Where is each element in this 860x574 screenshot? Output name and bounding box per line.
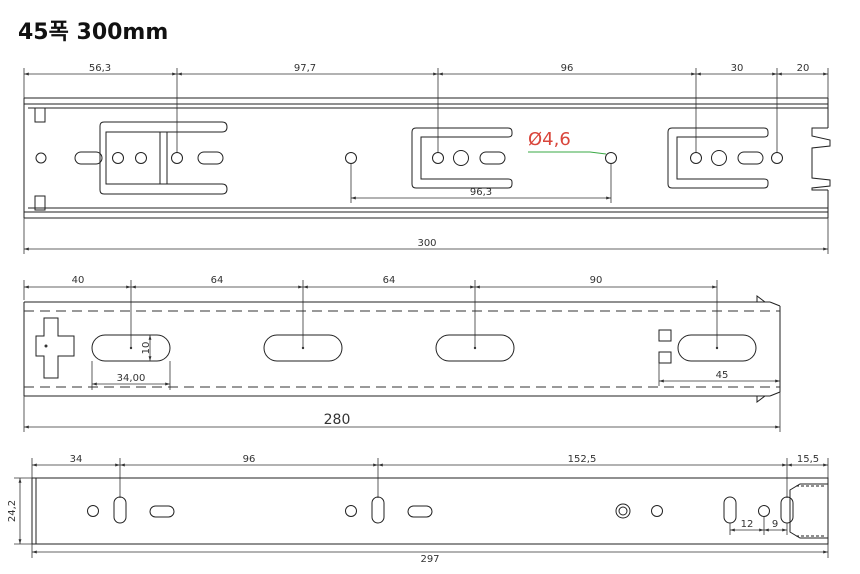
bottom-dim-1: 34 bbox=[70, 454, 83, 465]
middle-dim-3: 64 bbox=[383, 275, 396, 286]
middle-dim-2: 64 bbox=[211, 275, 224, 286]
bottom-dim-2: 96 bbox=[243, 454, 256, 465]
top-dim-4: 30 bbox=[731, 63, 744, 74]
bottom-rail-outline bbox=[31, 477, 829, 545]
middle-dim-1: 40 bbox=[72, 275, 85, 286]
top-view: 56,3 97,7 96 30 20 bbox=[23, 63, 831, 254]
bottom-dim-4: 15,5 bbox=[797, 454, 819, 465]
bottom-height-label: 24,2 bbox=[7, 500, 18, 522]
hole-diameter-callout: Ø4,6 bbox=[528, 129, 571, 150]
bottom-view: 34 96 152,5 15,5 24,2 bbox=[7, 454, 829, 565]
top-square-hole-upper bbox=[34, 107, 46, 123]
bottom-dim-3: 152,5 bbox=[568, 454, 597, 465]
middle-cross-cutout bbox=[35, 317, 75, 379]
top-center-hole-right bbox=[605, 152, 617, 164]
top-center-hole-left bbox=[345, 152, 357, 164]
bottom-small-dim-1: 12 bbox=[741, 519, 754, 530]
middle-square-lower bbox=[658, 351, 672, 364]
top-dim-3: 96 bbox=[561, 63, 574, 74]
bottom-small-dim-2: 9 bbox=[772, 519, 778, 530]
hole-spacing-label: 96,3 bbox=[470, 187, 492, 198]
middle-view: 40 64 64 90 bbox=[23, 275, 781, 432]
slot-width-label: 34,00 bbox=[117, 373, 146, 384]
bottom-overall-label: 297 bbox=[420, 554, 439, 565]
top-dim-1: 56,3 bbox=[89, 63, 111, 74]
top-rail-outline bbox=[23, 97, 831, 219]
top-dim-5: 20 bbox=[797, 63, 810, 74]
top-slot-group-right bbox=[667, 127, 769, 189]
top-extension-lines bbox=[23, 68, 829, 160]
middle-slot-1 bbox=[91, 334, 171, 362]
middle-dim-4: 90 bbox=[590, 275, 603, 286]
top-slot-group-left bbox=[74, 121, 228, 195]
middle-slot-2 bbox=[263, 334, 343, 362]
middle-extension-lines bbox=[23, 280, 718, 348]
top-end-hole bbox=[771, 152, 783, 164]
top-hole bbox=[35, 152, 47, 164]
top-slot-group-center bbox=[411, 127, 513, 189]
middle-square-upper bbox=[658, 329, 672, 342]
middle-slot-4 bbox=[677, 334, 757, 362]
middle-rail-outline bbox=[23, 295, 781, 403]
middle-end-dim-label: 45 bbox=[716, 370, 729, 381]
top-dim-2: 97,7 bbox=[294, 63, 316, 74]
top-square-hole-lower bbox=[34, 195, 46, 211]
page-title: 45폭 300mm bbox=[18, 20, 169, 45]
middle-overall-label: 280 bbox=[324, 412, 351, 428]
callout-leader bbox=[528, 151, 607, 155]
slot-height-label: 10 bbox=[141, 342, 152, 355]
top-overall-label: 300 bbox=[417, 238, 436, 249]
middle-slot-3 bbox=[435, 334, 515, 362]
